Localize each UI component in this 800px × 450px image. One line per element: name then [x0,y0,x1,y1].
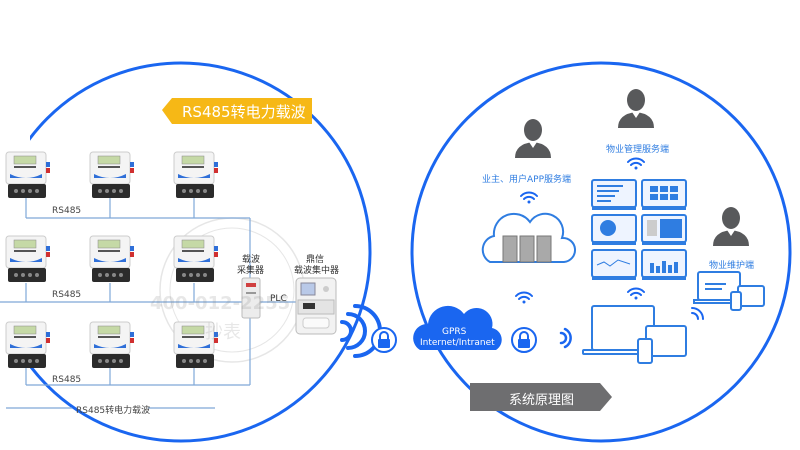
dashboard-monitor-icon [591,249,637,280]
wifi-icon [515,291,533,304]
property-mgmt-person-icon [618,89,654,128]
cloud-label-gprs: GPRS [442,327,467,337]
dashboard-monitor-icon [591,214,637,245]
signal-icon [559,327,572,349]
rs485-label-row3: RS485 [52,375,82,385]
watermark-text: 抄表 [205,322,241,343]
electric-meter [173,151,218,198]
bottom-caption: RS485转电力载波 [76,406,151,416]
rs485-label-row1: RS485 [52,206,82,216]
electric-meter [89,235,134,282]
maintenance-devices-icon [693,271,765,311]
maintenance-label: 物业维护端 [709,261,755,271]
watermark-phone: 400-012-2255 [150,293,291,314]
carrier-concentrator-device [295,277,337,335]
user-app-label: 业主、用户APP服务端 [482,175,572,185]
server-cloud-icon [481,212,576,263]
electric-meter [173,321,218,368]
dashboard-monitor-icon [641,249,687,280]
electric-meter [5,235,50,282]
wifi-icon [627,157,645,170]
lock-icon-right [511,327,537,353]
monitor-grid [591,179,687,280]
title-banner [162,98,312,124]
rs485-label-row2: RS485 [52,290,82,300]
dashboard-monitor-icon [641,179,687,210]
concentrator-label-1: 鼎信 [306,255,325,265]
dashboard-monitor-icon [641,214,687,245]
banner-title: RS485转电力载波 [182,103,306,121]
property-mgmt-label: 物业管理服务端 [606,145,670,155]
electric-meter [5,321,50,368]
plc-label: PLC [270,294,287,304]
laptop-tablet-phone-icon [582,305,687,364]
wifi-icon [627,287,645,300]
electric-meter [5,151,50,198]
maintenance-person-icon [713,207,749,246]
wifi-icon [520,191,538,204]
collector-label-1: 载波 [242,255,261,265]
carrier-collector-device [241,277,261,319]
right-circle [410,61,792,443]
wifi-icon [691,307,704,320]
dashboard-monitor-icon [591,179,637,210]
electric-meter [89,321,134,368]
user-app-person-icon [515,119,551,158]
footer-banner [470,383,612,411]
rs485-bus-lines [0,198,298,409]
concentrator-label-2: 载波集中器 [294,266,340,276]
lock-icon-left [371,327,397,353]
gprs-cloud-icon [413,305,502,350]
electric-meter [173,235,218,282]
cloud-label-internet: Internet/Intranet [420,338,495,348]
footer-banner-label: 系统原理图 [509,393,575,408]
collector-label-2: 采集器 [237,266,265,276]
left-circle [0,61,372,443]
meter-grid [5,151,218,368]
electric-meter [89,151,134,198]
